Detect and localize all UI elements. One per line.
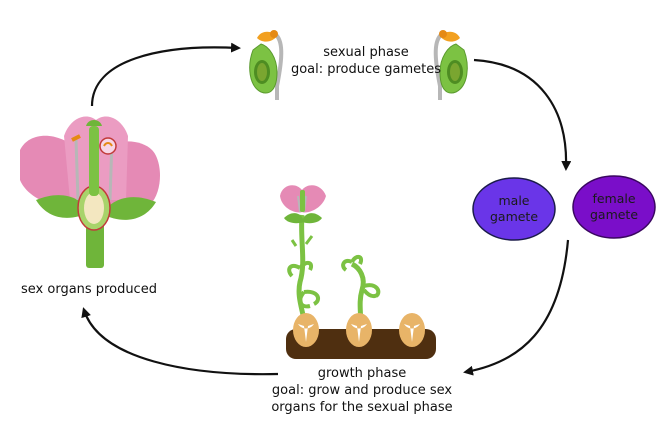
seed-icon (346, 313, 372, 347)
sexual-phase-label: sexual phase goal: produce gametes (276, 44, 456, 78)
growth-phase-title: growth phase (317, 366, 407, 381)
arrow-sexual-phase-to-gametes (473, 58, 572, 171)
seed-icon (399, 313, 425, 347)
male-gamete-label: gamete (490, 209, 538, 224)
male-gamete: male gamete (472, 177, 556, 241)
arrow-flower-to-sexual-phase (90, 42, 241, 107)
sexual-phase-goal: goal: produce gametes (290, 62, 442, 77)
growth-phase-goal: organs for the sexual phase (271, 400, 453, 415)
male-gamete-label: male (499, 193, 530, 208)
flower-icon (20, 116, 160, 268)
seedling-illustration (280, 185, 436, 359)
growth-phase-goal: goal: grow and produce sex (271, 383, 453, 398)
flower-caption: sex organs produced (21, 282, 157, 297)
seed-icon (293, 313, 319, 347)
arrow-gametes-to-growth-phase (463, 239, 570, 376)
pistil-icon (249, 30, 284, 100)
sexual-phase-title: sexual phase (323, 45, 409, 60)
arrow-growth-phase-to-flower (81, 307, 279, 376)
female-gamete-label: female (592, 191, 635, 206)
growth-phase-label: growth phase goal: grow and produce sex … (262, 365, 462, 416)
female-gamete-label: gamete (590, 207, 638, 222)
female-gamete: female gamete (572, 175, 656, 239)
pistil-icon (433, 30, 468, 100)
